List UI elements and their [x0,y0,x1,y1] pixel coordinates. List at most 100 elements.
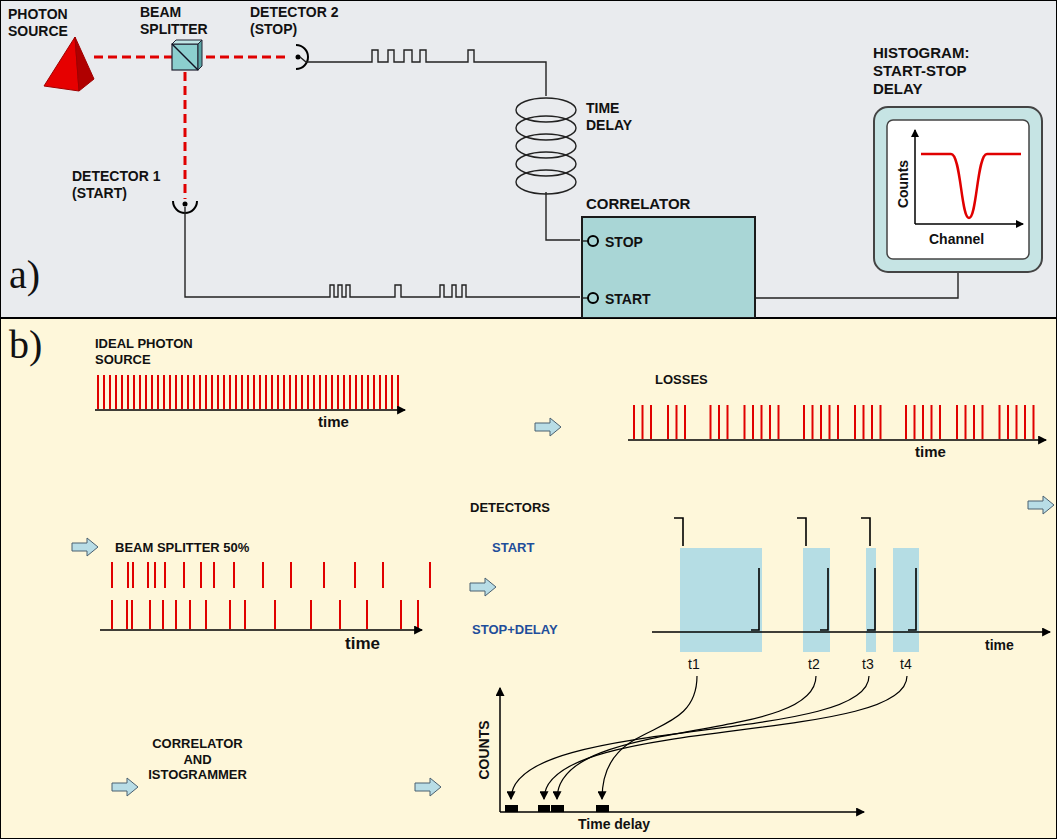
step-label: BEAM SPLITTER 50% [115,540,249,556]
histogram-bin [505,805,609,812]
photon-pulse [854,405,856,439]
photon-pulse [684,405,686,439]
photon-pulse [871,405,873,439]
beam-splitter-symbol [172,44,198,70]
step-arrow [415,778,441,796]
photon-pulse [247,375,249,409]
photon-pulse [385,375,387,409]
panel-ground [0,318,1057,839]
correlator-box: CORRELATORSTOPSTART [581,216,756,319]
photon-pulse [200,562,202,588]
histogram-screen [921,154,1021,218]
component-label: TIME DELAY [586,100,666,134]
photon-pulse [181,375,183,409]
detector-symbol [173,45,308,213]
delay-coil [516,134,576,158]
laser-beam [184,72,187,199]
coincidence-window [680,548,762,652]
panel-label: b) [9,321,42,369]
detector-pulse [751,568,759,630]
histogram-bin [551,805,564,812]
histogram-screen [887,120,1029,259]
photon-pulse [820,405,822,439]
histogram-bin [596,805,609,812]
photon-pulse [98,375,398,409]
histogram-axis [500,688,864,812]
photon-pulse [310,600,312,629]
photon-pulse [169,375,171,409]
component-label: PHOTON SOURCE [8,6,103,40]
photon-pulse [355,375,357,409]
photon-pulse [290,562,292,588]
photon-pulse [361,375,363,409]
photon-pulse [373,375,375,409]
step-arrow [1028,496,1054,514]
photon-pulse [642,405,644,439]
photon-pulse [199,375,201,409]
photon-pulse [112,600,418,629]
time-axis [652,631,1050,633]
photon-pulse [973,405,975,439]
photon-pulse [162,600,164,629]
detector-dot [183,55,301,207]
coincidence-window [893,548,919,652]
delay-coil [516,170,576,194]
photon-pulse [880,405,882,439]
step-arrow [72,538,98,556]
photon-pulse [366,600,368,629]
photon-pulse [391,375,393,409]
detector-pulse [674,518,683,546]
photon-pulse [154,562,156,588]
photon-pulse [999,405,1001,439]
beam-splitter-symbol [198,40,202,70]
histogram-display: HISTOGRAM: START-STOP DELAYCountsChannel [873,106,1043,273]
photon-pulse [863,405,865,439]
photon-pulse [262,562,264,588]
photon-pulse [354,562,356,588]
mapping-arrow [544,676,907,799]
time-marker: t1 [688,656,700,673]
photon-pulse [217,375,219,409]
photon-pulse [349,375,351,409]
input-name: STOP [605,234,643,251]
axis-label: Channel [929,231,984,248]
detector-pulse [861,518,870,546]
mapping-arrow [511,676,907,799]
photon-source-symbol [75,37,94,91]
photon-pulse [752,405,754,439]
photon-pulse [667,405,669,439]
photon-pulse [301,375,303,409]
signal-wire [546,192,580,240]
component-label: DETECTOR 1 (START) [72,168,177,202]
detector-pulse [820,568,828,630]
panel-ground [0,0,1057,318]
photon-pulse [147,562,149,588]
photon-pulse [211,375,213,409]
photon-pulse [343,375,345,409]
photon-pulse [109,375,111,409]
signal-wire [185,50,580,297]
photon-pulse [1024,405,1026,439]
detector-dot [296,55,301,60]
photon-pulse [634,405,1034,439]
photon-pulse [710,405,712,439]
photon-source-symbol [44,37,94,91]
step-label: LOSSES [655,372,708,388]
photon-pulse [829,405,831,439]
photon-pulse [253,375,255,409]
photon-pulse [271,375,273,409]
histogram-screen [914,130,916,224]
step-arrow [112,778,138,796]
channel-label: STOP+DELAY [472,622,558,638]
photon-pulse [417,600,419,629]
photon-pulse [727,405,729,439]
photon-pulse [803,405,805,439]
detector-pulse [797,518,806,546]
photon-pulse [323,562,325,588]
photon-pulse [339,600,341,629]
photon-pulse [397,375,399,409]
step-arrow [535,418,561,436]
photon-pulse [241,375,243,409]
